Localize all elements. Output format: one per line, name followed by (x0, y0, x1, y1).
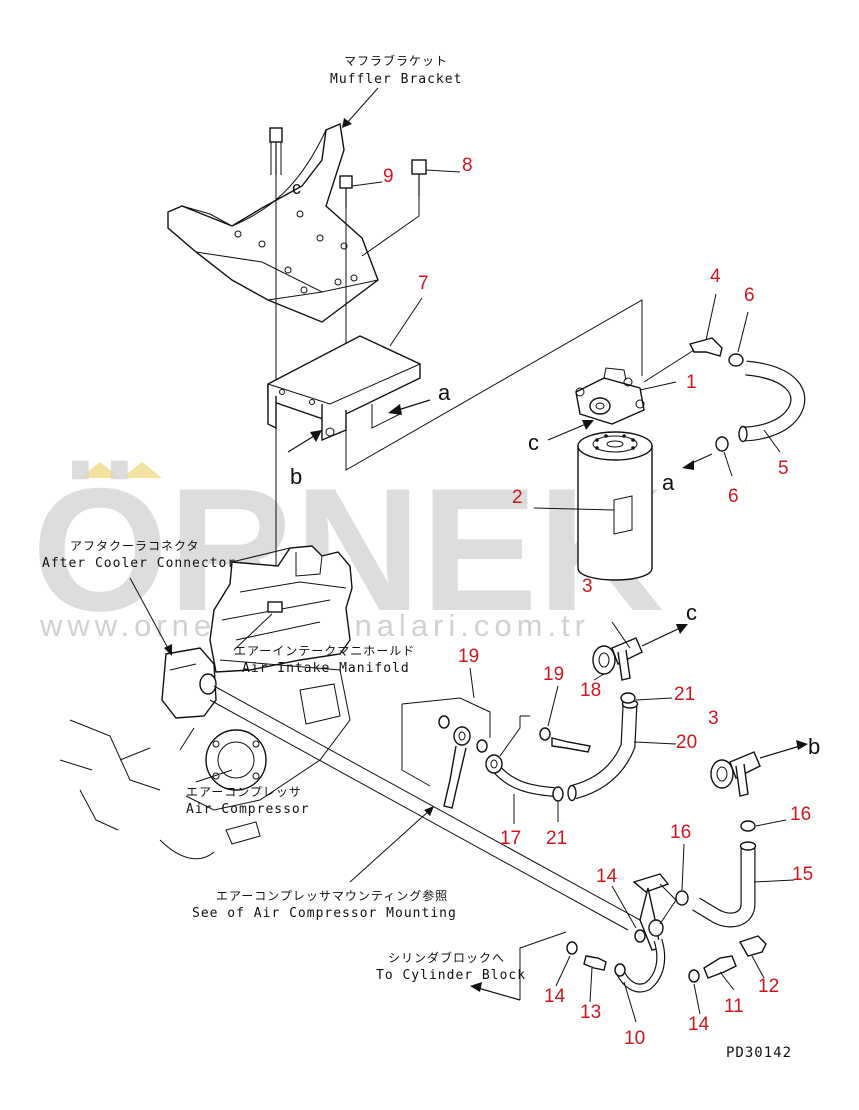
drawing-code: PD30142 (726, 1045, 792, 1061)
part-6-upper: 6 (744, 285, 755, 306)
part-21-lower: 21 (546, 828, 567, 849)
hose-15 (692, 841, 757, 928)
part-16-left: 16 (670, 822, 691, 843)
part-10: 10 (624, 1028, 645, 1049)
svg-text:c: c (528, 430, 539, 455)
filter-bracket (267, 335, 421, 442)
nut-21-lower (552, 786, 564, 802)
clamp-16-upper (740, 820, 756, 832)
hose-20 (567, 699, 639, 802)
part-7: 7 (418, 273, 429, 294)
part-4: 4 (710, 266, 721, 287)
connector-3-c: c (592, 600, 697, 681)
after-cooler-connector (161, 647, 217, 719)
clamp-21-upper (620, 692, 636, 704)
part-17: 17 (500, 828, 521, 849)
part-number-labels: 1 2 3 3 4 5 6 6 7 8 9 10 11 12 13 14 14 … (383, 155, 813, 1049)
svg-text:b: b (808, 734, 820, 759)
svg-text:b: b (290, 464, 302, 489)
cylinder-block-jp: シリンダブロックへ (388, 950, 505, 965)
tube-17 (485, 715, 555, 797)
arrow-a-bracket: a (388, 380, 451, 415)
tube-10 (614, 938, 666, 993)
part-2: 2 (512, 487, 523, 508)
part-21-upper: 21 (674, 684, 695, 705)
watermark: ÖRNEK www.ornekismakinalari.com.tr (32, 453, 664, 648)
part-5: 5 (778, 458, 789, 479)
clamp-6-upper (728, 353, 744, 367)
part-11: 11 (724, 996, 744, 1017)
part-18: 18 (580, 680, 601, 701)
compressor-mount-jp: エアーコンプレッサマウンティング参照 (216, 888, 448, 903)
arrow-a-hose: a (662, 453, 713, 495)
part-14-right: 14 (688, 1014, 710, 1035)
bracket-guide-line (345, 299, 643, 471)
route-line-main (213, 685, 641, 921)
elbow-fitting-4 (643, 337, 723, 383)
adapter-13 (583, 955, 607, 971)
arrow-b-bracket: b (287, 430, 322, 489)
hose-5 (738, 360, 806, 443)
air-intake-en: Air Intake Manifold (242, 661, 410, 676)
filter-head (575, 367, 645, 425)
part-8: 8 (462, 155, 473, 176)
bracket-mark-c: c (292, 178, 301, 198)
watermark-brand: ÖRNEK (32, 453, 664, 648)
part-13: 13 (580, 1002, 601, 1023)
cylinder-block-en: To Cylinder Block (376, 968, 526, 983)
part-15: 15 (792, 864, 813, 885)
part-19-left: 19 (458, 646, 479, 667)
part-20: 20 (676, 732, 697, 753)
part-14-upper: 14 (596, 866, 618, 887)
leader-lines (129, 87, 795, 1023)
arrow-c-filter: c (528, 420, 594, 455)
compressor-mount-en: See of Air Compressor Mounting (192, 906, 457, 921)
svg-text:c: c (686, 600, 697, 625)
bolt-8 (361, 159, 427, 257)
part-14-left: 14 (544, 986, 566, 1007)
air-compressor-jp: エアーコンプレッサ (186, 785, 302, 799)
air-intake-manifold (163, 545, 353, 717)
filter-cartridge (577, 431, 653, 581)
air-compressor (205, 729, 267, 845)
washer-19b (539, 727, 551, 741)
washer-14a (634, 929, 646, 943)
adapter-12 (738, 935, 767, 957)
route-19-bracket (401, 697, 491, 787)
washer-14c (688, 969, 700, 983)
svg-text:a: a (662, 470, 675, 495)
route-line-main-2 (209, 699, 629, 931)
callout-labels: マフラブラケット Muffler Bracket アフタクーラコネクタ Afte… (42, 53, 526, 983)
washer-19a (438, 715, 450, 729)
arrow-cylinder-block (470, 982, 521, 1001)
adapter-11 (703, 955, 737, 979)
bolt-small (551, 737, 591, 753)
after-cooler-jp: アフタクーラコネクタ (70, 539, 200, 553)
part-16-right: 16 (790, 804, 811, 825)
connector-3-b: b (710, 734, 820, 797)
part-12: 12 (758, 976, 779, 997)
part-1: 1 (686, 372, 697, 393)
muffler-bracket-en: Muffler Bracket (330, 72, 462, 87)
clamp-16-lower (675, 890, 689, 906)
watermark-accent-right (122, 462, 162, 478)
part-3-upper: 3 (582, 576, 593, 597)
banjo-bolt (443, 726, 488, 809)
washer-14b (519, 931, 578, 1000)
air-intake-jp: エアーインテークマニホールド (234, 644, 415, 658)
muffler-bracket-jp: マフラブラケット (344, 53, 448, 68)
air-compressor-en: Air Compressor (186, 802, 310, 817)
part-19-right: 19 (543, 664, 564, 685)
part-6-lower: 6 (728, 486, 739, 507)
clamp-6-lower (715, 436, 729, 452)
part-9: 9 (383, 166, 394, 187)
svg-text:a: a (438, 380, 451, 405)
part-3-lower: 3 (708, 708, 719, 729)
muffler-bracket: c (167, 123, 379, 323)
after-cooler-en: After Cooler Connector (42, 556, 236, 571)
watermark-accent-left (80, 462, 120, 478)
